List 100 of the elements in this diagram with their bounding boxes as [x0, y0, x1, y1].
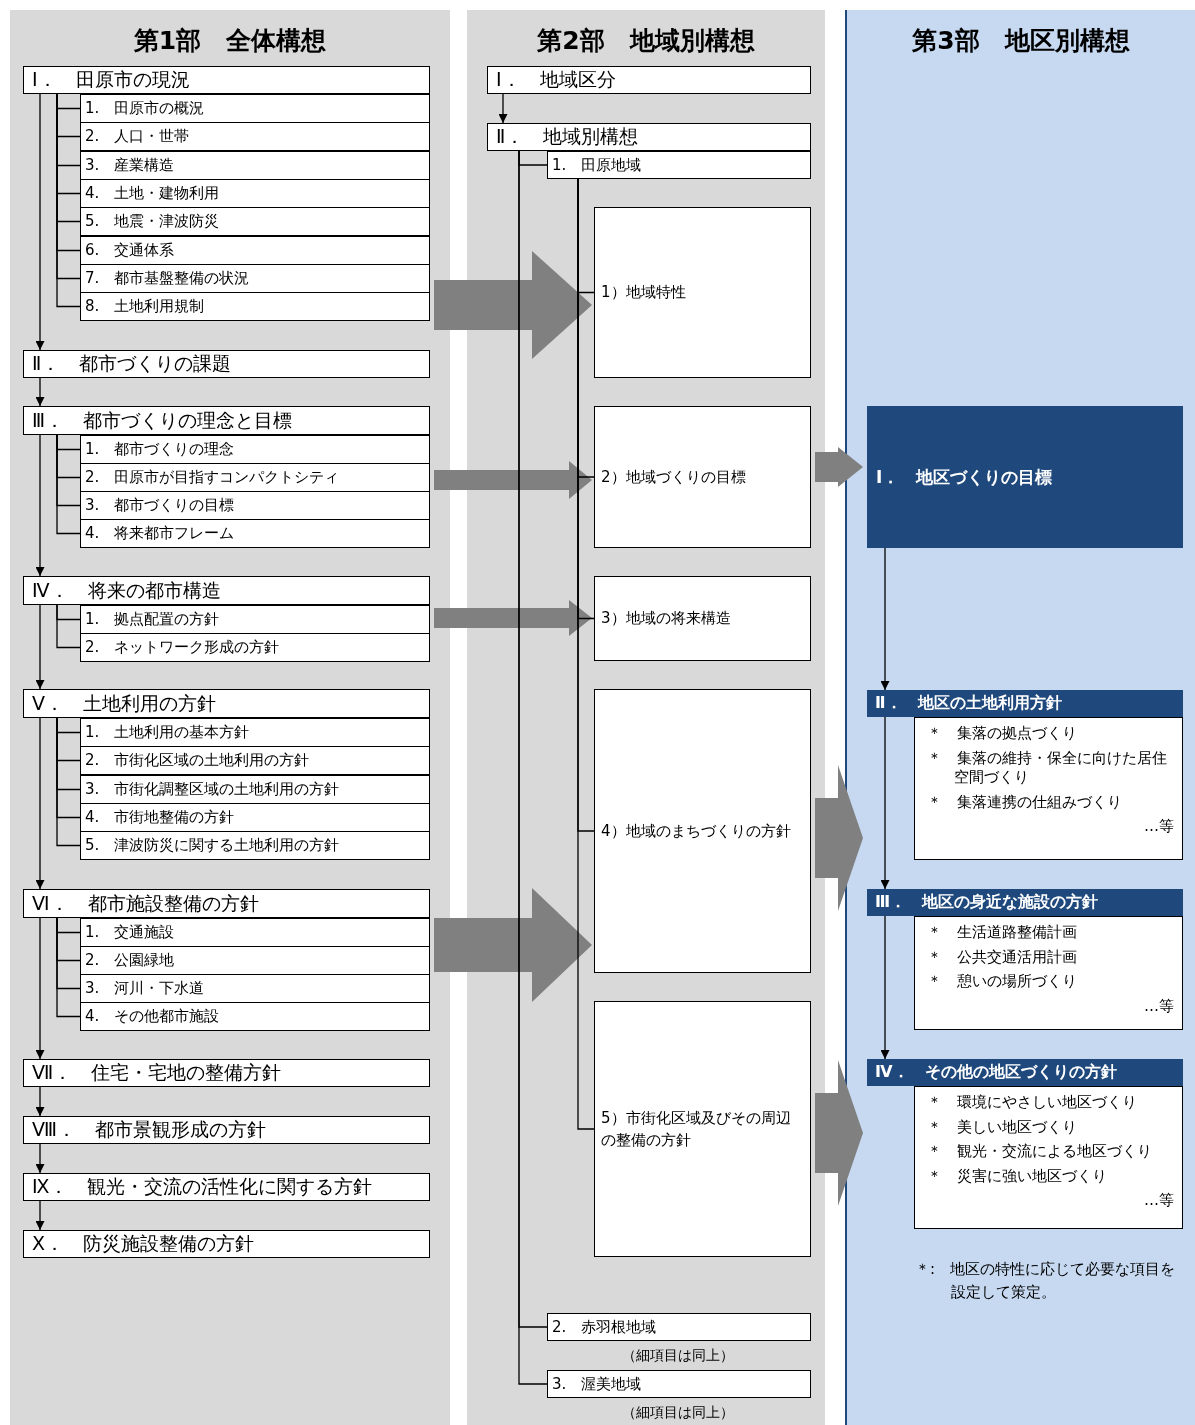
list-item: …等	[1143, 1191, 1174, 1211]
item-text: 4. 将来都市フレーム	[84, 524, 235, 543]
item-box	[80, 633, 430, 662]
item-box	[80, 946, 430, 975]
item-text: 2. 赤羽根地域	[551, 1317, 657, 1337]
block-arrow	[815, 765, 863, 911]
item-box	[80, 918, 430, 947]
connector-line	[56, 917, 81, 1018]
connector-line	[56, 717, 81, 847]
item-text: 2. ネットワーク形成の方針	[84, 638, 280, 657]
block-arrow	[434, 251, 592, 359]
topic-box	[594, 576, 811, 661]
item-text: 3. 河川・下水道	[84, 979, 205, 998]
item-box	[80, 292, 430, 321]
item-box	[80, 519, 430, 548]
item-text: 6. 交通体系	[84, 241, 175, 260]
item-text: 2. 人口・世帯	[84, 127, 190, 146]
item-box	[547, 151, 811, 179]
chapter-box	[487, 123, 811, 151]
item-box	[80, 151, 430, 180]
block-arrow	[815, 447, 863, 487]
item-box	[547, 1370, 811, 1398]
panel-heading: 第1部 全体構想	[132, 25, 328, 57]
item-text: 5. 地震・津波防災	[84, 212, 220, 231]
block-arrow	[434, 461, 592, 499]
panel-heading: 第2部 地域別構想	[536, 25, 756, 57]
connector-line	[56, 604, 81, 649]
item-text: 3. 産業構造	[84, 156, 175, 175]
item-text: 3. 都市づくりの目標	[84, 496, 235, 515]
connector-arrow	[498, 93, 508, 124]
chapter-title: Ⅷ． 都市景観形成の方針	[31, 1117, 267, 1142]
connector-arrow	[35, 1086, 45, 1117]
chapter-box	[23, 1116, 430, 1144]
list-item: ＊ 集落の維持・保全に向けた居住空間づくり	[927, 748, 1168, 788]
chapter-box	[23, 689, 430, 718]
connector-arrow	[35, 434, 45, 577]
topic-text: 3）地域の将来構造	[600, 608, 732, 630]
chapter-box	[23, 406, 430, 435]
chapter-title: Ⅹ． 防災施設整備の方針	[31, 1231, 255, 1256]
item-text: 7. 都市基盤整備の状況	[84, 269, 250, 288]
item-text: 8. 土地利用規制	[84, 297, 205, 316]
chapter-box	[487, 66, 811, 94]
item-box	[80, 179, 430, 208]
connector-arrow	[35, 604, 45, 690]
item-text: 1. 田原地域	[551, 155, 642, 175]
heading-bar: Ⅱ． 地区の土地利用方針	[867, 690, 1183, 717]
chapter-title: Ⅶ． 住宅・宅地の整備方針	[31, 1060, 282, 1085]
topic-box	[594, 689, 811, 973]
item-text: 1. 田原市の概況	[84, 99, 205, 118]
item-text: 2. 田原市が目指すコンパクトシティ	[84, 468, 340, 487]
chapter-box	[23, 889, 430, 918]
panel-heading: 第3部 地区別構想	[911, 25, 1131, 57]
chapter-box	[23, 1173, 430, 1201]
item-box	[80, 974, 430, 1003]
item-text: 5. 津波防災に関する土地利用の方針	[84, 836, 340, 855]
chapter-title: Ⅸ． 観光・交流の活性化に関する方針	[31, 1174, 373, 1199]
connector-arrow	[35, 1143, 45, 1174]
block-arrow	[434, 600, 592, 636]
topic-box	[594, 1001, 811, 1257]
chapter-box	[23, 1230, 430, 1258]
list-item: ＊ 集落の拠点づくり	[927, 724, 1078, 744]
connector-arrow	[35, 1200, 45, 1231]
item-box	[80, 463, 430, 492]
goal-title: Ⅰ． 地区づくりの目標	[875, 465, 1053, 489]
heading-bar: Ⅳ． その他の地区づくりの方針	[867, 1059, 1183, 1086]
block-arrow	[434, 888, 592, 1002]
chapter-title: Ⅰ． 地域区分	[495, 67, 616, 92]
topic-box	[594, 406, 811, 548]
item-box	[80, 264, 430, 293]
list-item: ＊ 観光・交流による地区づくり	[927, 1142, 1153, 1162]
list-item: ＊ 環境にやさしい地区づくり	[927, 1093, 1138, 1113]
item-box	[80, 831, 430, 860]
list-item: ＊ 憩いの場所づくり	[927, 972, 1078, 992]
item-box	[80, 94, 430, 123]
item-box	[80, 605, 430, 634]
connector-line	[56, 434, 81, 535]
chapter-title: Ⅱ． 地域別構想	[495, 124, 639, 149]
list-item: …等	[1143, 996, 1174, 1016]
connector-arrow	[880, 547, 890, 691]
section-panel	[845, 10, 1195, 1425]
chapter-title: Ⅰ． 田原市の現況	[31, 67, 190, 92]
topic-text: 1）地域特性	[600, 282, 687, 304]
connector-arrow	[35, 377, 45, 407]
connector-arrow	[35, 717, 45, 890]
chapter-title: Ⅲ． 都市づくりの理念と目標	[31, 407, 293, 433]
list-item: ＊ 災害に強い地区づくり	[927, 1166, 1108, 1186]
connector-arrow	[35, 917, 45, 1060]
item-box	[80, 207, 430, 236]
chapter-box	[23, 66, 430, 94]
section-panel	[467, 10, 825, 1425]
item-text: 3. 渥美地域	[551, 1374, 642, 1394]
heading-bar: Ⅲ． 地区の身近な施設の方針	[867, 889, 1183, 916]
note-text: （細項目は同上）	[622, 1404, 734, 1422]
item-box	[80, 236, 430, 265]
item-text: 2. 公園緑地	[84, 951, 175, 970]
item-text: 3. 市街化調整区域の土地利用の方針	[84, 780, 340, 799]
item-text: 1. 都市づくりの理念	[84, 440, 235, 459]
item-box	[80, 775, 430, 804]
item-text: 1. 交通施設	[84, 923, 175, 942]
item-text: 4. 土地・建物利用	[84, 184, 220, 203]
